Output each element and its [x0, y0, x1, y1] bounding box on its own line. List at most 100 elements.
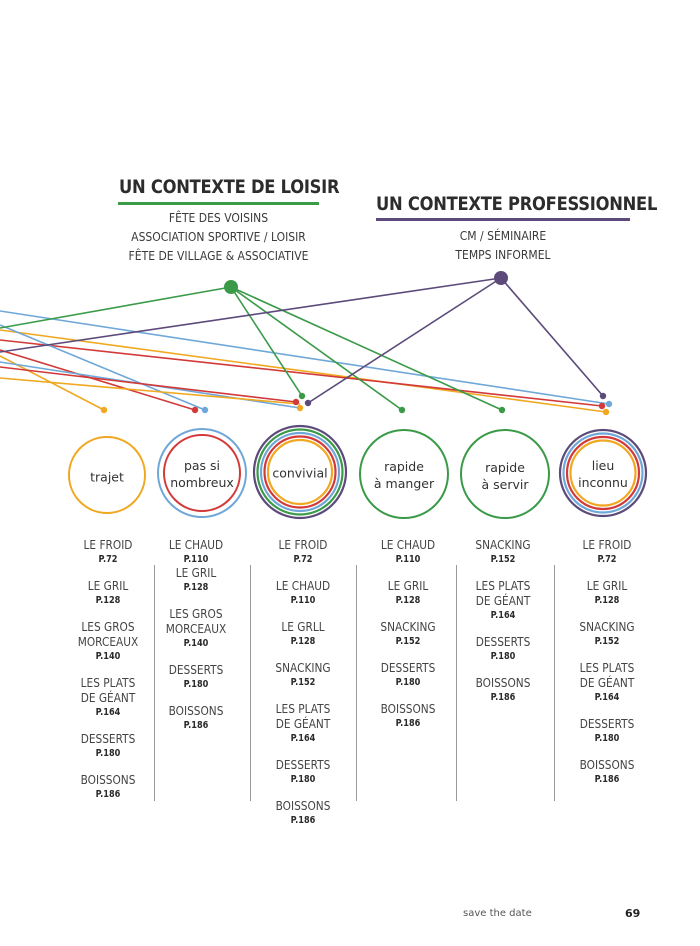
connector-line: [0, 329, 607, 413]
loisir-item: ASSOCIATION SPORTIVE / LOISIR: [131, 230, 306, 244]
recipe-name: DE GÉANT: [80, 691, 136, 705]
recipe-page: P.72: [98, 554, 118, 565]
recipe-page: P.186: [95, 789, 121, 800]
recipe-name: LE FROID: [278, 538, 328, 552]
circle-label: rapide à servir: [481, 460, 529, 492]
column-divider: [154, 565, 155, 801]
recipe-entry: BOISSONS P.186: [455, 676, 551, 704]
recipe-name: DESSERTS: [380, 661, 436, 675]
recipe-name: SNACKING: [579, 620, 635, 634]
recipe-page: P.72: [597, 554, 617, 565]
recipe-page: P.164: [594, 692, 620, 703]
connector-line: [0, 377, 301, 405]
circle-lieu-inconnu: [558, 428, 648, 518]
recipe-entry: SNACKING P.152: [360, 620, 456, 648]
recipe-name: DESSERTS: [579, 717, 635, 731]
connector-line: [0, 349, 196, 411]
recipe-name: LE CHAUD: [275, 579, 331, 593]
endpoint-dot: [191, 406, 199, 414]
recipe-page: P.110: [290, 595, 316, 606]
recipe-name: SNACKING: [475, 538, 531, 552]
recipe-page: P.180: [490, 651, 516, 662]
column-divider: [554, 565, 555, 801]
recipe-name: DESSERTS: [80, 732, 136, 746]
endpoint-dot: [292, 398, 300, 406]
recipe-name: DE GÉANT: [475, 594, 531, 608]
pro-items: CM / SÉMINAIRE TEMPS INFORMEL: [389, 227, 618, 265]
recipe-name: SNACKING: [380, 620, 436, 634]
recipe-page: P.128: [594, 595, 620, 606]
circle-label: lieu inconnu: [578, 458, 628, 490]
pro-title: UN CONTEXTE PROFESSIONNEL: [376, 193, 658, 215]
recipe-name: LE FROID: [582, 538, 632, 552]
recipe-name: LE GRLL: [281, 620, 325, 634]
recipe-page: P.186: [290, 815, 316, 826]
recipe-name: LES PLATS: [579, 661, 635, 675]
circle-rapide-a-servir: [460, 429, 550, 519]
recipe-name: MORCEAUX: [77, 635, 139, 649]
recipe-entry: LE FROID P.72: [255, 538, 351, 566]
endpoint-dot: [605, 400, 613, 408]
recipe-name: DESSERTS: [168, 663, 224, 677]
circle-rapide-a-manger: [359, 429, 449, 519]
recipe-name: LES PLATS: [475, 579, 531, 593]
recipe-page: P.128: [395, 595, 421, 606]
column-divider: [250, 565, 251, 801]
endpoint-dot: [296, 404, 304, 412]
connector-line: [230, 286, 303, 397]
recipe-page: P.128: [183, 582, 209, 593]
recipe-name: DESSERTS: [475, 635, 531, 649]
endpoint-dot: [598, 402, 606, 410]
recipe-page: P.152: [395, 636, 421, 647]
recipe-entry: BOISSONS P.186: [60, 773, 156, 801]
recipe-page: P.186: [490, 692, 516, 703]
recipe-entry: DESSERTS P.180: [360, 661, 456, 689]
column-divider: [356, 565, 357, 801]
circle-pas-si-nombreux: [157, 428, 247, 518]
recipe-entry: LE CHAUD P.110: [255, 579, 351, 607]
endpoint-dot: [498, 406, 506, 414]
recipe-page: P.180: [395, 677, 421, 688]
recipe-name: BOISSONS: [475, 676, 531, 690]
recipe-page: P.152: [490, 554, 516, 565]
recipe-page: P.72: [293, 554, 313, 565]
recipe-page: P.180: [183, 679, 209, 690]
pro-node: [494, 271, 508, 285]
recipe-page: P.180: [594, 733, 620, 744]
recipe-name: LES GROS: [81, 620, 135, 634]
circle-label: rapide à manger: [373, 459, 435, 491]
recipe-name: BOISSONS: [80, 773, 136, 787]
recipe-page: P.186: [395, 718, 421, 729]
connector-line: [0, 324, 206, 411]
recipe-name: LE FROID: [83, 538, 133, 552]
recipe-name: BOISSONS: [579, 758, 635, 772]
recipe-page: P.152: [290, 677, 316, 688]
recipe-name: SNACKING: [275, 661, 331, 675]
endpoint-dot: [100, 406, 108, 414]
footer-label: save the date: [463, 908, 532, 919]
loisir-title: UN CONTEXTE DE LOISIR: [119, 176, 340, 198]
pro-item: CM / SÉMINAIRE: [459, 229, 547, 243]
circle-convivial: [252, 424, 348, 520]
recipe-entry: LE FROID P.72: [559, 538, 655, 566]
page-number: 69: [625, 907, 641, 920]
recipe-name: LES PLATS: [275, 702, 331, 716]
